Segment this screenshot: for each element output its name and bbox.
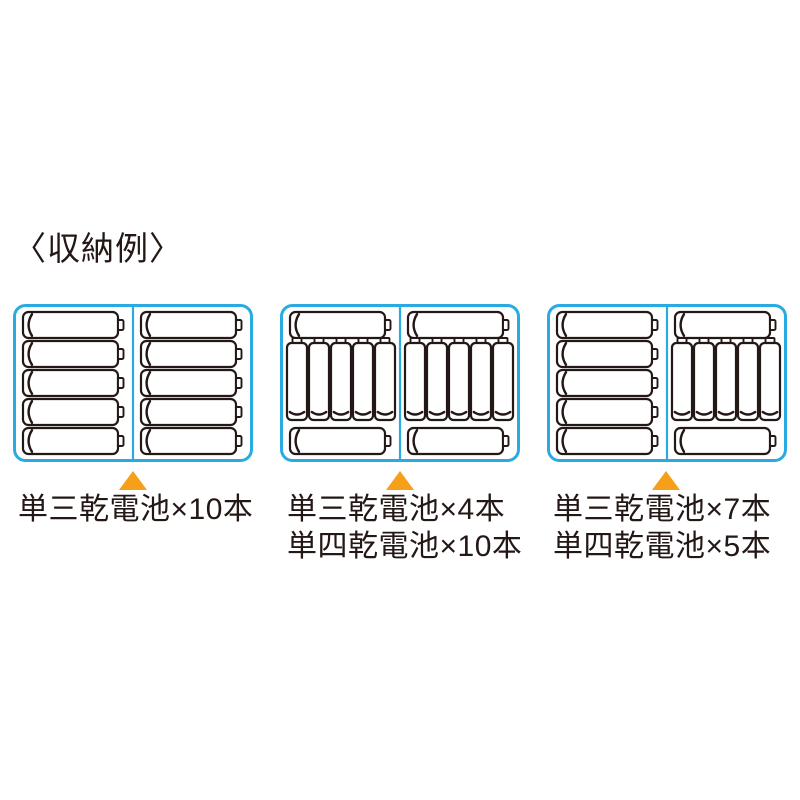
caption-line: 単三乾電池×10本 xyxy=(18,493,254,526)
aa-battery-icon xyxy=(21,310,125,340)
aa-battery-icon xyxy=(21,426,125,456)
aa-battery-icon xyxy=(21,368,125,398)
aa-battery-icon xyxy=(21,397,125,427)
pointer-triangle-icon xyxy=(386,471,414,490)
aaa-battery-icon xyxy=(307,337,331,422)
aa-battery-icon xyxy=(555,368,659,398)
caption-line: 単四乾電池×5本 xyxy=(553,530,772,563)
aa-battery-icon xyxy=(673,310,777,340)
aa-battery-icon xyxy=(673,426,777,456)
battery-case-2 xyxy=(280,304,520,462)
aa-battery-icon xyxy=(139,397,243,427)
section-title: 〈収納例〉 xyxy=(13,230,183,267)
battery-case-2-drawing xyxy=(280,304,520,462)
pointer-triangle-icon xyxy=(652,471,680,490)
aa-battery-icon xyxy=(139,339,243,369)
aa-battery-icon xyxy=(288,426,392,456)
aa-battery-icon xyxy=(555,426,659,456)
aa-battery-icon xyxy=(21,339,125,369)
caption-line: 単四乾電池×10本 xyxy=(287,530,523,563)
aaa-battery-icon xyxy=(329,337,353,422)
capacity-caption-3: 単三乾電池×7本 単四乾電池×5本 xyxy=(553,491,771,565)
battery-case-3 xyxy=(547,304,787,462)
caption-line: 単三乾電池×4本 xyxy=(287,493,506,526)
aaa-battery-icon xyxy=(373,337,397,422)
aa-battery-icon xyxy=(555,339,659,369)
aa-battery-icon xyxy=(555,310,659,340)
aaa-battery-icon xyxy=(736,337,760,422)
battery-case-3-drawing xyxy=(547,304,787,462)
capacity-caption-1: 単三乾電池×10本 xyxy=(18,491,253,528)
aa-battery-icon xyxy=(139,310,243,340)
aaa-battery-icon xyxy=(469,337,493,422)
capacity-caption-2: 単三乾電池×4本 単四乾電池×10本 xyxy=(287,491,522,565)
pointer-triangle-icon xyxy=(119,471,147,490)
battery-case-1 xyxy=(13,304,253,462)
aaa-battery-icon xyxy=(714,337,738,422)
aa-battery-icon xyxy=(288,310,392,340)
aa-battery-icon xyxy=(406,310,510,340)
aaa-battery-icon xyxy=(351,337,375,422)
aaa-battery-icon xyxy=(425,337,449,422)
aa-battery-icon xyxy=(139,426,243,456)
caption-line: 単三乾電池×7本 xyxy=(553,493,772,526)
aa-battery-icon xyxy=(555,397,659,427)
aaa-battery-icon xyxy=(670,337,694,422)
aa-battery-icon xyxy=(139,368,243,398)
aa-battery-icon xyxy=(406,426,510,456)
aaa-battery-icon xyxy=(758,337,782,422)
battery-case-1-drawing xyxy=(13,304,253,462)
aaa-battery-icon xyxy=(491,337,515,422)
aaa-battery-icon xyxy=(285,337,309,422)
aaa-battery-icon xyxy=(692,337,716,422)
aaa-battery-icon xyxy=(447,337,471,422)
aaa-battery-icon xyxy=(403,337,427,422)
